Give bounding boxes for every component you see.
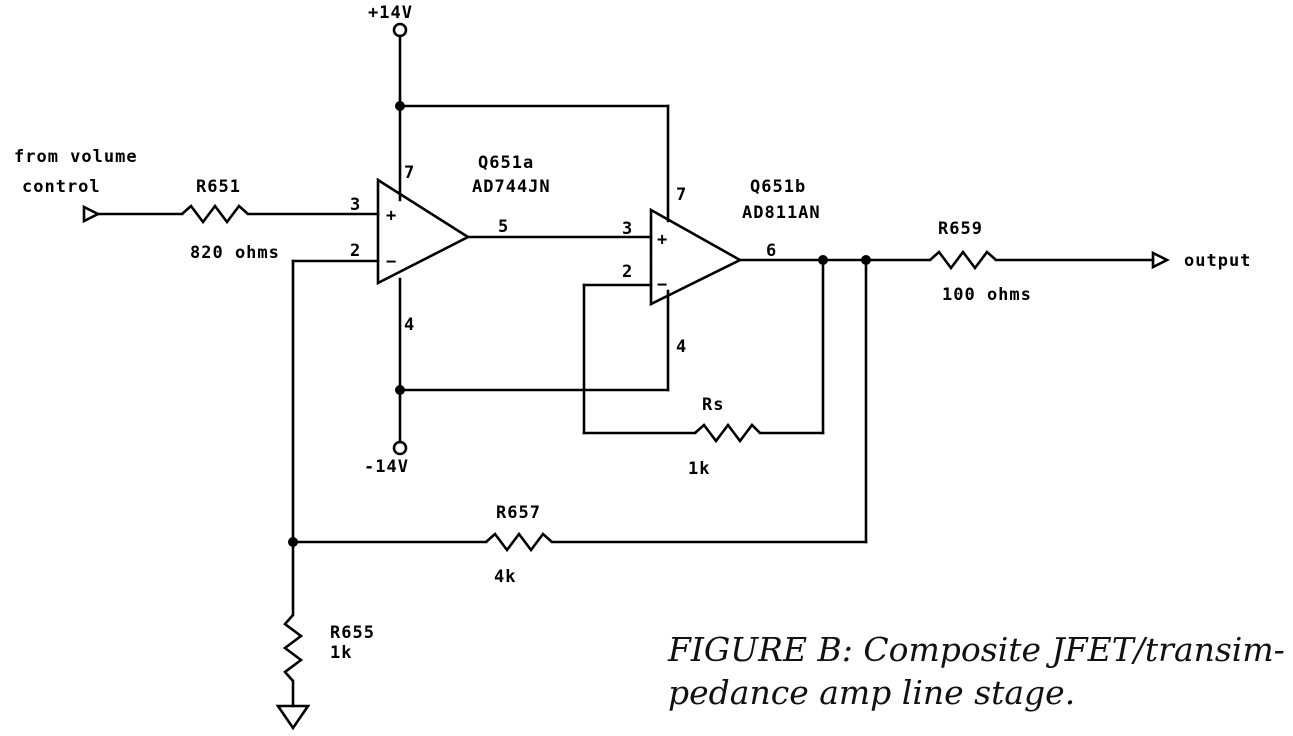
q651a-pin-vpos-number: 7 [404, 163, 415, 183]
q651a-pin-plus-number: 3 [350, 195, 361, 215]
output-junction-2 [861, 255, 871, 265]
q651a-minus-sign: − [386, 252, 397, 272]
r651-value: 820 ohms [190, 243, 280, 263]
output-label: output [1184, 251, 1251, 271]
q651a-plus-sign: + [386, 206, 397, 226]
q651b-pin-minus-number: 2 [622, 262, 633, 282]
caption-line-2: pedance amp line stage. [668, 673, 1076, 712]
figure-caption: FIGURE B: Composite JFET/transim- pedanc… [668, 628, 1293, 714]
q651a-label: Q651a [478, 153, 534, 173]
q651b-pin-plus-number: 3 [622, 219, 633, 239]
feedback-junction [288, 537, 298, 547]
rs-value: 1k [688, 459, 710, 479]
input-label-line2: control [22, 177, 101, 197]
q651b-part: AD811AN [742, 203, 821, 223]
q651b-minus-sign: − [657, 275, 668, 295]
ground-symbol [275, 704, 311, 731]
r659-value: 100 ohms [942, 285, 1032, 305]
r655-resistor [282, 614, 304, 682]
r657-value: 4k [494, 567, 516, 587]
r657-resistor [485, 531, 553, 553]
r659-label: R659 [938, 219, 983, 239]
caption-line-1: FIGURE B: Composite JFET/transim- [668, 630, 1285, 669]
output-junction-1 [818, 255, 828, 265]
r651-resistor [181, 203, 249, 225]
q651b-pin-vpos-number: 7 [676, 185, 687, 205]
vpos-terminal [392, 22, 408, 38]
vpos-junction [395, 101, 405, 111]
vpos-label: +14V [368, 3, 413, 23]
q651a-opamp [376, 177, 471, 286]
q651b-opamp [649, 207, 743, 307]
rs-resistor [694, 422, 761, 444]
r655-label: R655 [330, 623, 375, 643]
output-arrow [1151, 250, 1170, 270]
r659-resistor [929, 249, 997, 271]
vneg-junction [395, 385, 405, 395]
r651-label: R651 [196, 177, 241, 197]
q651b-pin-vneg-number: 4 [676, 337, 687, 357]
input-arrow [82, 204, 101, 224]
q651b-plus-sign: + [657, 230, 668, 250]
r655-value: 1k [330, 643, 352, 663]
q651a-pin-vneg-number: 4 [404, 315, 415, 335]
r657-label: R657 [496, 503, 541, 523]
input-label-line1: from volume [14, 147, 138, 167]
q651a-pin-minus-number: 2 [350, 241, 361, 261]
vneg-terminal [392, 440, 408, 456]
rs-label: Rs [702, 395, 724, 415]
q651a-part: AD744JN [472, 177, 551, 197]
q651b-pin-out-number: 6 [766, 241, 777, 261]
vneg-label: -14V [364, 457, 409, 477]
q651b-label: Q651b [750, 177, 806, 197]
q651a-pin-out-number: 5 [498, 217, 509, 237]
